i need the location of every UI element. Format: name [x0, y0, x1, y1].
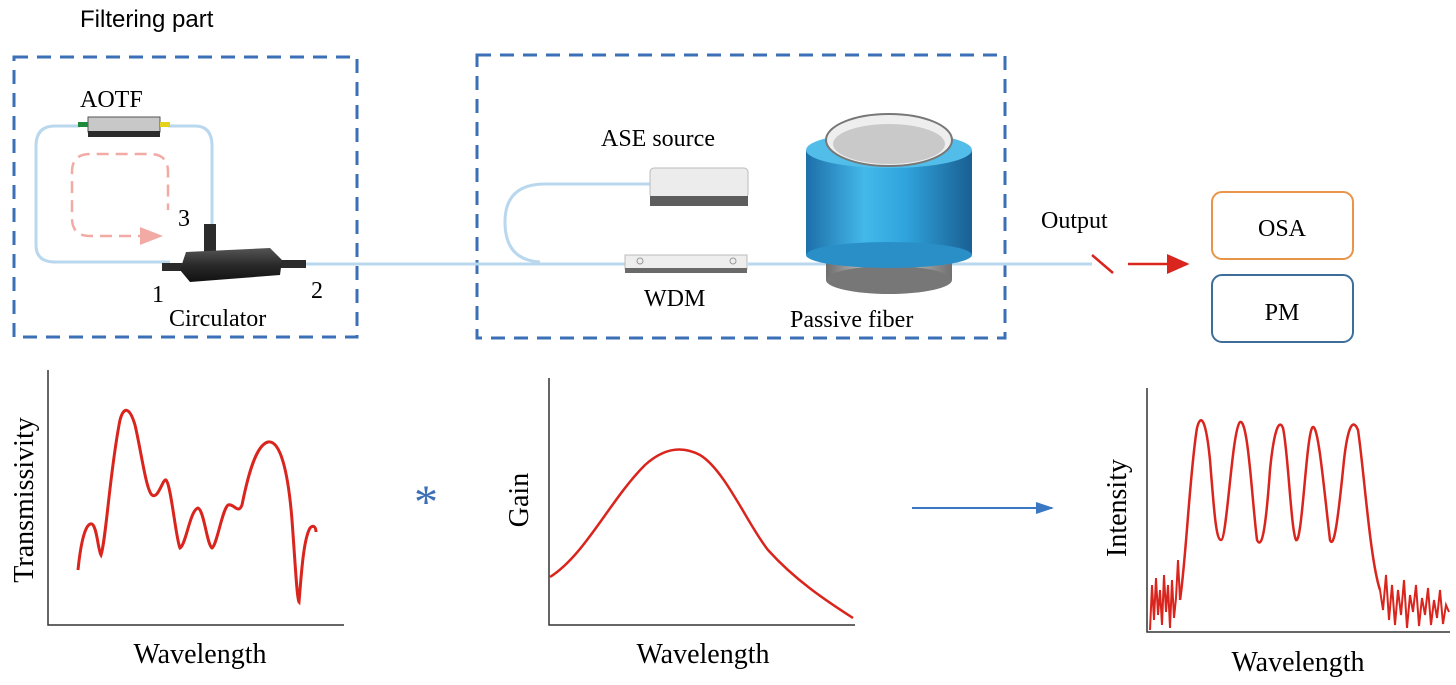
output-label: Output — [1041, 208, 1108, 234]
ase-fiber — [503, 182, 650, 264]
gain-xlabel: Wavelength — [636, 639, 769, 670]
aotf-icon — [78, 116, 170, 137]
transmissivity-axes — [47, 370, 344, 626]
filter-loop-fiber-right — [168, 124, 214, 226]
intensity-axes — [1146, 388, 1450, 633]
passive-fiber-spool-icon — [806, 113, 972, 294]
aotf-label: AOTF — [80, 87, 143, 113]
intensity-plot: Intensity Wavelength — [1102, 388, 1450, 678]
gain-plot: Gain Wavelength — [504, 378, 855, 670]
ase-source-icon — [649, 167, 749, 206]
osa-box — [1211, 191, 1354, 260]
gain-curve — [549, 448, 854, 620]
transmissivity-ylabel: Transmissivity — [9, 417, 40, 582]
gain-part-box — [475, 53, 1007, 340]
output-splitter — [1091, 254, 1114, 274]
transmissivity-curve — [76, 409, 318, 606]
filtering-part-title: Filtering part — [80, 6, 214, 33]
gain-axes — [548, 378, 855, 626]
intensity-ylabel: Intensity — [1102, 459, 1133, 557]
wdm-label: WDM — [644, 286, 705, 312]
intensity-noise-right — [1379, 574, 1450, 629]
port-3-label: 3 — [178, 206, 190, 232]
intensity-curve — [1178, 419, 1382, 601]
filter-loop-fiber — [34, 124, 170, 264]
osa-label: OSA — [1258, 216, 1307, 242]
passive-fiber-label: Passive fiber — [790, 307, 913, 333]
pm-label: PM — [1265, 300, 1300, 326]
circulation-arrow-head — [140, 227, 163, 245]
wdm-icon — [624, 254, 748, 273]
port-2-label: 2 — [311, 278, 323, 304]
pm-box — [1211, 274, 1354, 343]
intensity-xlabel: Wavelength — [1231, 647, 1364, 678]
circulator-label: Circulator — [169, 306, 266, 332]
gain-ylabel: Gain — [504, 473, 535, 527]
filtering-part-box — [12, 55, 359, 339]
intensity-noise-left — [1149, 559, 1181, 631]
circulation-arrow — [70, 152, 170, 238]
transmissivity-xlabel: Wavelength — [133, 639, 266, 670]
convolution-operator: * — [414, 476, 438, 529]
port-1-label: 1 — [152, 282, 164, 308]
circulator-icon — [162, 224, 306, 282]
ase-source-label: ASE source — [601, 126, 715, 152]
transmissivity-plot: Transmissivity Wavelength — [9, 370, 344, 670]
